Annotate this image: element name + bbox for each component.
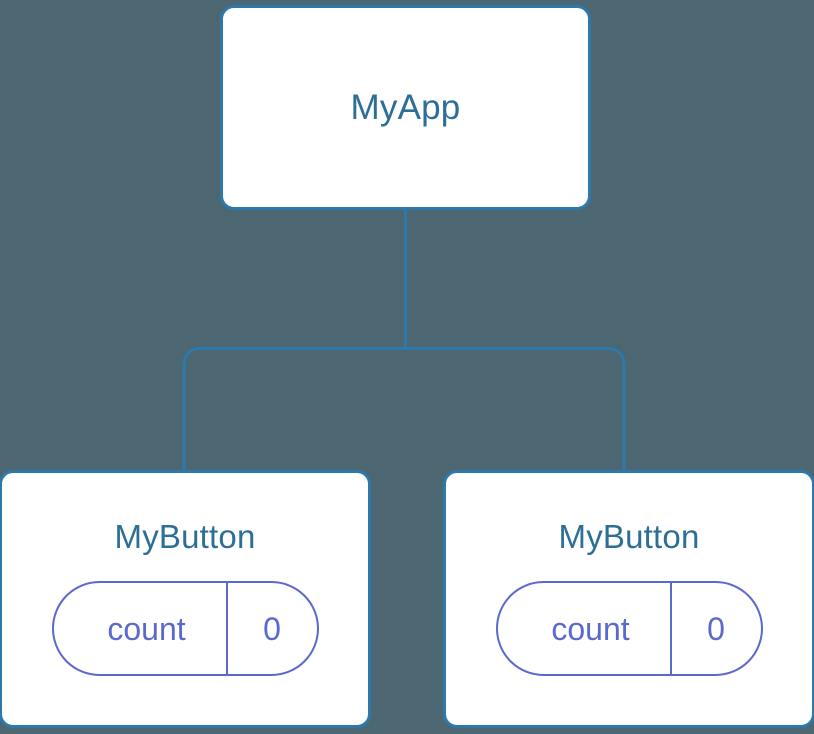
- state-value-label: 0: [669, 583, 761, 674]
- state-pill[interactable]: count 0: [51, 581, 319, 676]
- component-node-child-1[interactable]: MyButton count 0: [443, 470, 814, 728]
- component-node-title: MyApp: [350, 88, 461, 127]
- state-value-label: 0: [225, 583, 317, 674]
- connector-branch-right: [405, 347, 626, 472]
- component-node-title: MyButton: [114, 518, 256, 555]
- state-pill[interactable]: count 0: [495, 581, 763, 676]
- connector-branch-left: [182, 347, 406, 472]
- component-node-root[interactable]: MyApp: [220, 5, 591, 210]
- state-key-label: count: [551, 610, 630, 647]
- component-node-title: MyButton: [558, 518, 700, 555]
- component-node-child-0[interactable]: MyButton count 0: [0, 470, 371, 728]
- state-key-label: count: [107, 610, 186, 647]
